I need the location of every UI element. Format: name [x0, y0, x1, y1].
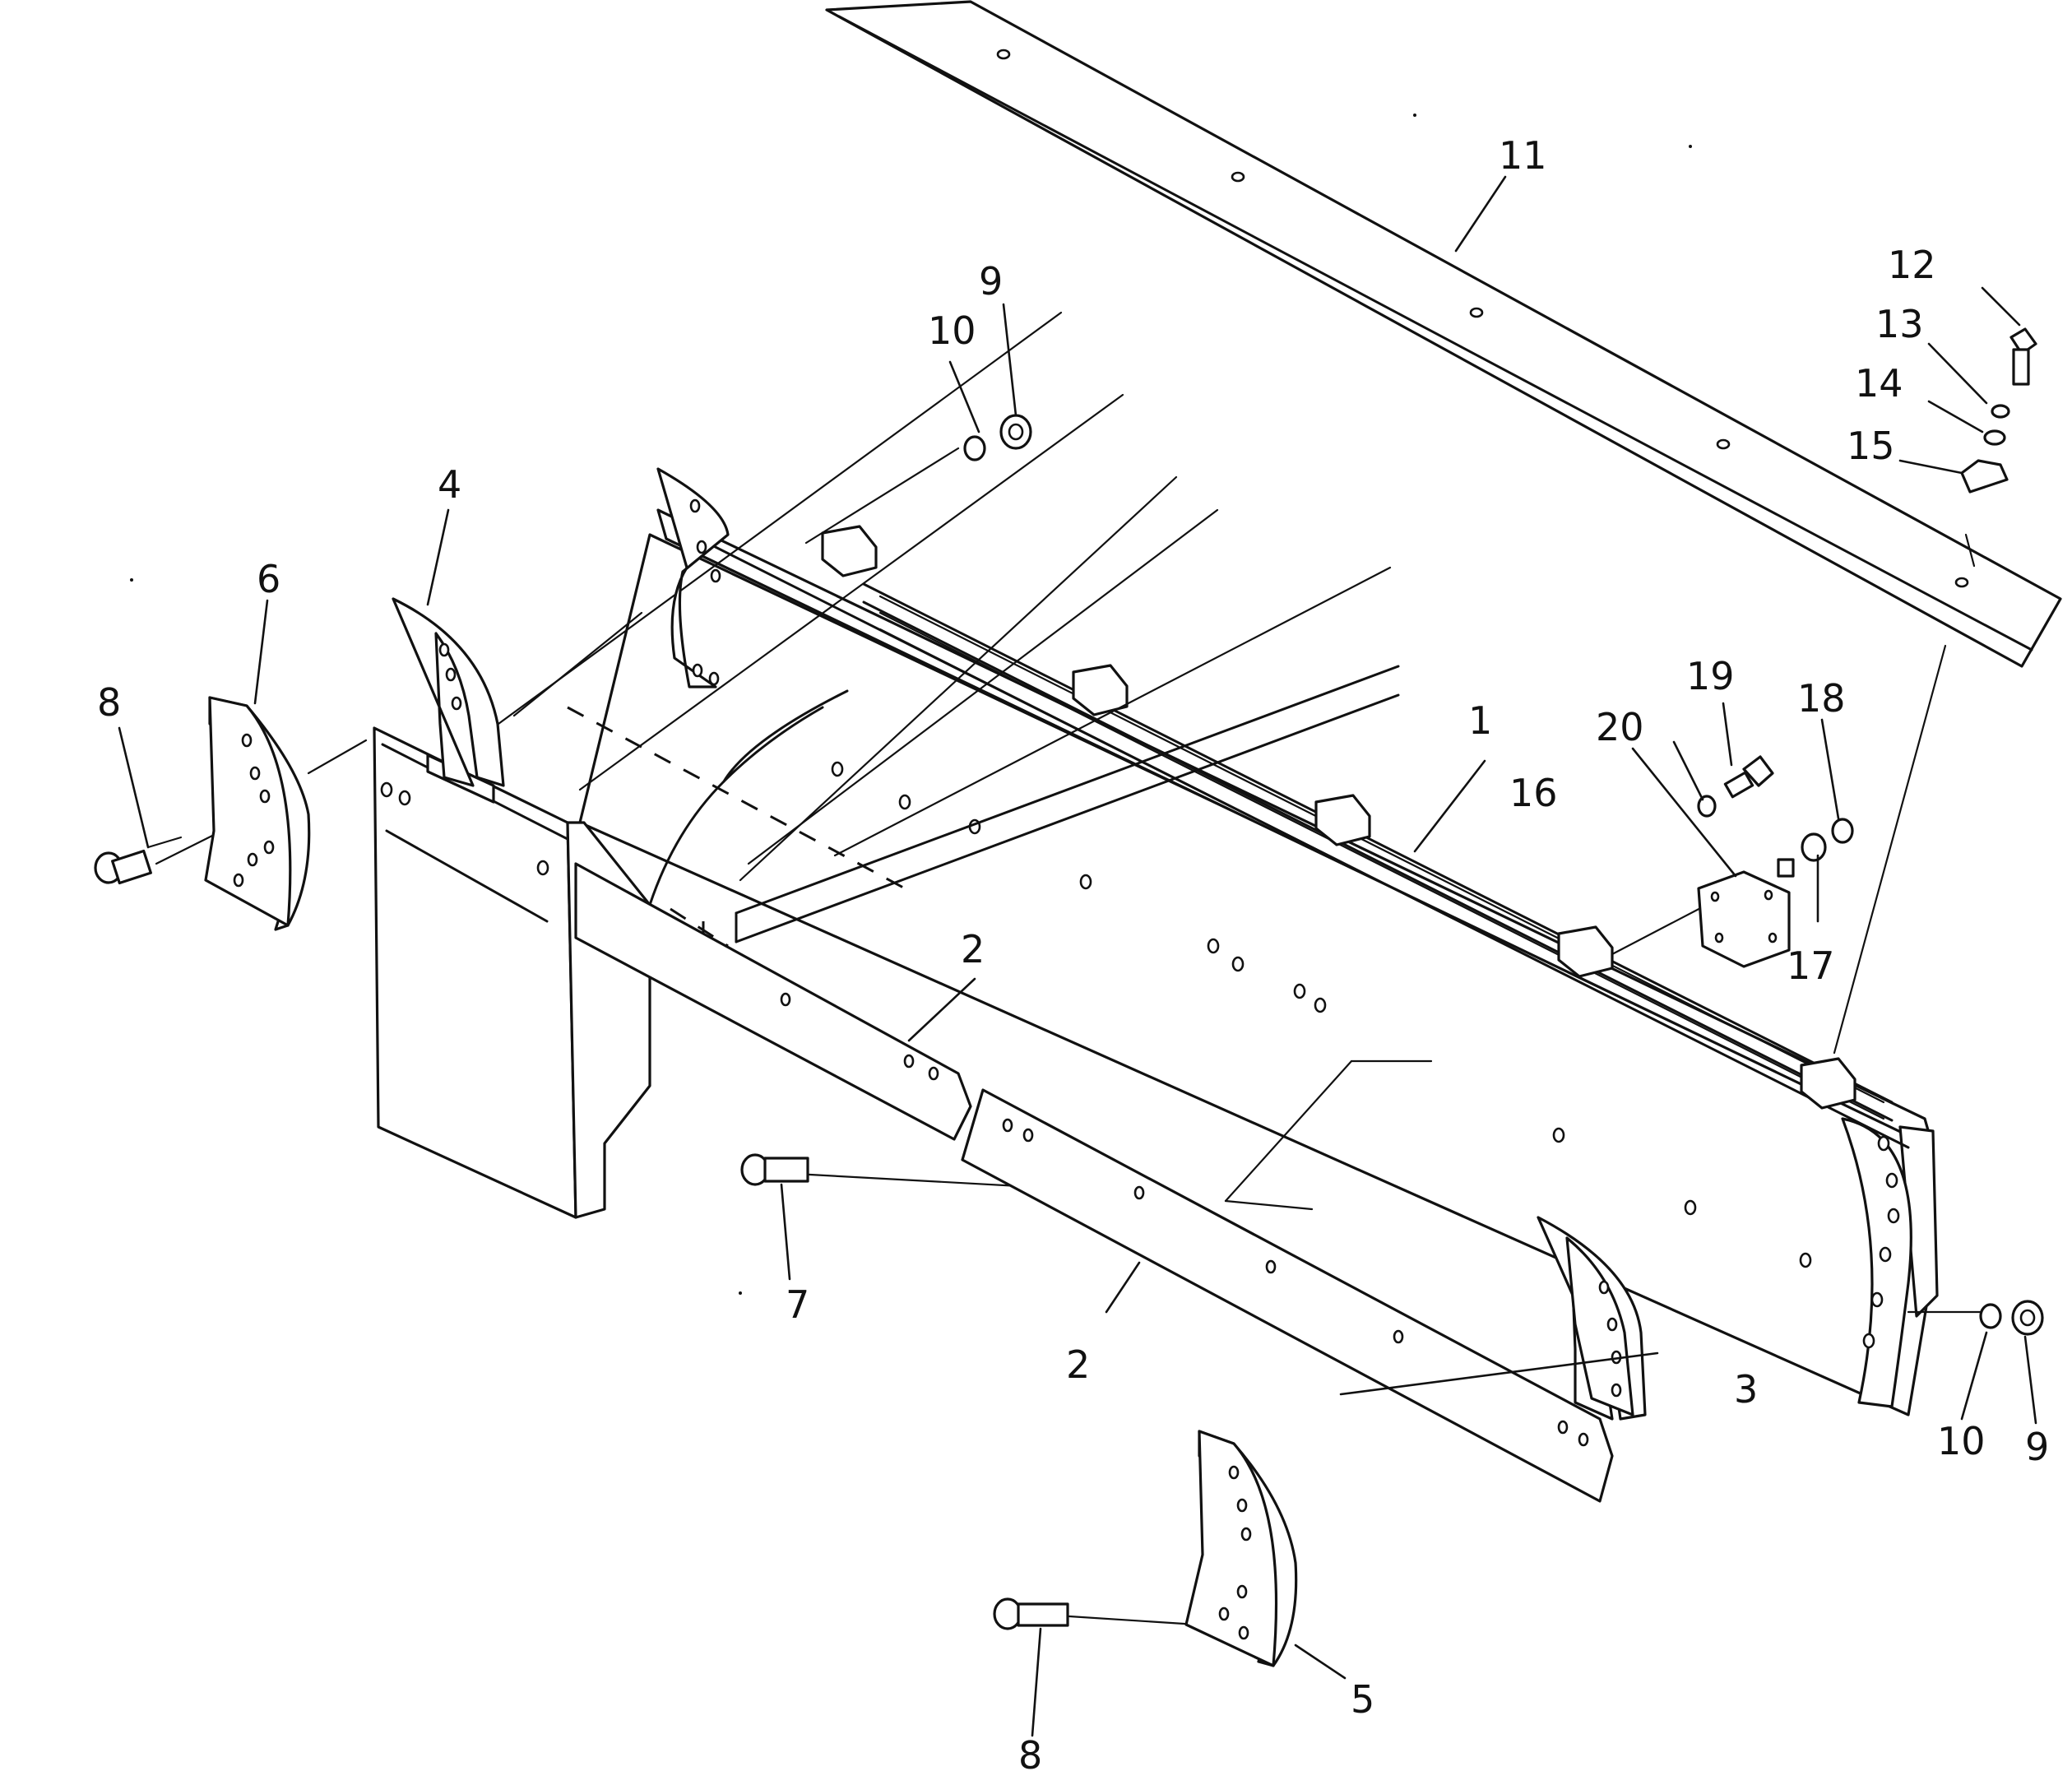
part-3-end-bit-right — [1537, 1216, 1647, 1421]
nut-9-right — [2011, 1300, 2044, 1336]
callout-9-top: 9 — [979, 259, 1003, 304]
callout-10-top: 10 — [928, 308, 976, 353]
mount-block-1 — [821, 525, 878, 577]
washer-13 — [1991, 404, 2010, 419]
callout-13: 13 — [1875, 302, 1924, 346]
leader-lines — [155, 311, 1982, 1626]
callout-12: 12 — [1888, 243, 1936, 287]
part-5-end-bit — [1184, 1430, 1298, 1667]
callout-8-upper: 8 — [97, 680, 121, 725]
callout-5: 5 — [1351, 1677, 1374, 1722]
callout-1: 1 — [1468, 698, 1492, 743]
part-2-cutting-edge-lower — [961, 1088, 1614, 1503]
part-4-upper-bit — [656, 467, 730, 688]
washer-14 — [1983, 429, 2006, 446]
washer-10-right — [1979, 1303, 2002, 1329]
callout-2-lower: 2 — [1066, 1342, 1090, 1387]
nut-9-top — [999, 414, 1032, 450]
callout-6: 6 — [257, 557, 280, 601]
washer-17 — [1801, 832, 1827, 862]
callout-19: 19 — [1686, 654, 1735, 698]
washer-18 — [1831, 818, 1854, 844]
bolt-19 — [1723, 755, 1774, 799]
callout-14: 14 — [1855, 361, 1903, 406]
callout-3: 3 — [1734, 1367, 1758, 1412]
callout-7: 7 — [786, 1282, 809, 1327]
mount-block-3 — [1314, 794, 1371, 846]
mount-block-2 — [1072, 664, 1129, 716]
washer-20 — [1697, 795, 1717, 818]
bolt-8-lower — [993, 1597, 1069, 1630]
part-2-cutting-edge-upper — [574, 862, 972, 1141]
callout-2-upper: 2 — [961, 927, 985, 971]
washer-10-top — [963, 435, 986, 461]
callout-17: 17 — [1787, 943, 1835, 988]
callout-20: 20 — [1596, 705, 1644, 749]
mount-block-4 — [1557, 925, 1614, 978]
bolt-7 — [740, 1153, 809, 1186]
callout-15: 15 — [1847, 424, 1895, 468]
callout-11: 11 — [1499, 133, 1547, 178]
bolt-12 — [2009, 327, 2037, 386]
part-4-end-bit-left — [392, 597, 505, 787]
part-11-top-edge — [825, 0, 2062, 668]
bolt-8-upper — [94, 836, 183, 885]
part-16-cover-plate — [1697, 858, 1795, 968]
callout-16: 16 — [1509, 771, 1558, 815]
mount-block-5 — [1800, 1057, 1856, 1110]
callout-4: 4 — [438, 462, 461, 507]
part-6-end-bit — [204, 696, 311, 931]
callout-10-right: 10 — [1937, 1419, 1986, 1463]
callout-8-lower: 8 — [1018, 1733, 1042, 1771]
part-1-moldboard — [578, 508, 1939, 1416]
callout-numbers: 11 12 13 14 15 1 16 20 19 18 17 10 9 4 6… — [97, 133, 2049, 1771]
nut-15 — [1960, 459, 2009, 494]
callout-18: 18 — [1797, 676, 1846, 721]
callout-9-right: 9 — [2025, 1425, 2049, 1469]
callout-leaders — [118, 175, 2037, 1737]
